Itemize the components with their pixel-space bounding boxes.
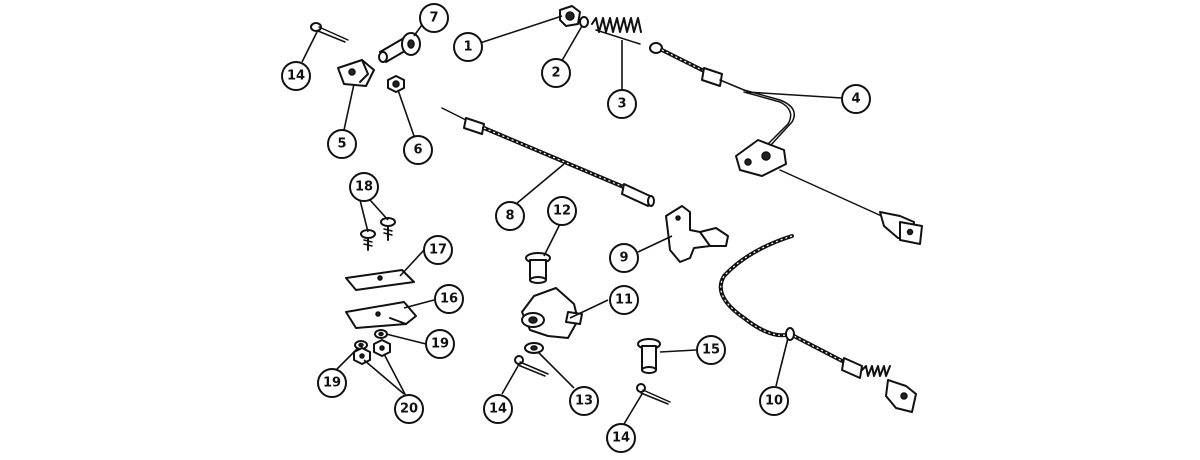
rear-cable-part [649, 42, 923, 245]
svg-text:12: 12 [553, 204, 571, 219]
bracket-part [665, 205, 729, 263]
svg-text:7: 7 [429, 11, 438, 26]
svg-text:5: 5 [337, 137, 346, 152]
callout-20: 20 [394, 394, 424, 424]
long-cable-part [718, 234, 917, 413]
plate-part [345, 269, 415, 291]
callout-6: 6 [403, 135, 433, 165]
svg-text:13: 13 [575, 394, 593, 409]
callout-4: 4 [841, 84, 871, 114]
svg-text:19: 19 [431, 337, 449, 352]
washer-part [524, 342, 544, 354]
svg-text:6: 6 [413, 143, 422, 158]
svg-text:14: 14 [489, 402, 507, 417]
lever-part [521, 287, 583, 339]
callout-17: 17 [423, 235, 453, 265]
callout-14-top: 14 [281, 61, 311, 91]
spring-part [591, 17, 642, 45]
svg-text:20: 20 [400, 402, 418, 417]
callout-10: 10 [759, 386, 789, 416]
svg-text:9: 9 [619, 251, 628, 266]
split-pin-part [310, 22, 349, 43]
split-pin-part [636, 383, 671, 405]
callout-15: 15 [696, 335, 726, 365]
svg-text:14: 14 [287, 69, 305, 84]
svg-text:3: 3 [617, 97, 626, 112]
callout-11: 11 [609, 285, 639, 315]
split-pin-part [514, 355, 549, 377]
washer-part [579, 16, 589, 28]
callout-3: 3 [607, 89, 637, 119]
leader-lines [301, 15, 843, 425]
svg-text:18: 18 [355, 180, 373, 195]
callout-14-bottom: 14 [606, 423, 636, 453]
svg-text:2: 2 [551, 66, 560, 81]
callout-19-left: 19 [317, 368, 347, 398]
callout-8: 8 [495, 201, 525, 231]
callout-9: 9 [609, 243, 639, 273]
svg-text:4: 4 [851, 92, 860, 107]
plate-part [345, 301, 417, 329]
svg-text:16: 16 [440, 292, 458, 307]
callout-2: 2 [541, 58, 571, 88]
svg-text:1: 1 [463, 40, 472, 55]
callout-13: 13 [569, 386, 599, 416]
callout-7: 7 [419, 3, 449, 33]
pin-part [525, 252, 551, 284]
callout-14-middle: 14 [483, 394, 513, 424]
clevis-pin-part [637, 338, 661, 374]
callout-18: 18 [349, 172, 379, 202]
svg-text:8: 8 [505, 209, 514, 224]
callout-1: 1 [453, 32, 483, 62]
svg-text:14: 14 [612, 431, 630, 446]
svg-text:19: 19 [323, 376, 341, 391]
callout-12: 12 [547, 196, 577, 226]
nut-part [387, 75, 405, 93]
svg-text:10: 10 [765, 394, 783, 409]
callout-19-right: 19 [425, 329, 455, 359]
adjuster-nut-part [559, 5, 581, 27]
svg-text:15: 15 [702, 343, 720, 358]
svg-text:17: 17 [429, 243, 447, 258]
callout-5: 5 [327, 129, 357, 159]
callout-16: 16 [434, 284, 464, 314]
washers-part [354, 329, 388, 350]
svg-text:11: 11 [615, 293, 633, 308]
nuts-part [353, 339, 391, 365]
clevis-fork-part [337, 59, 375, 87]
clevis-pin-part [378, 32, 421, 63]
front-cable-part [441, 107, 655, 207]
